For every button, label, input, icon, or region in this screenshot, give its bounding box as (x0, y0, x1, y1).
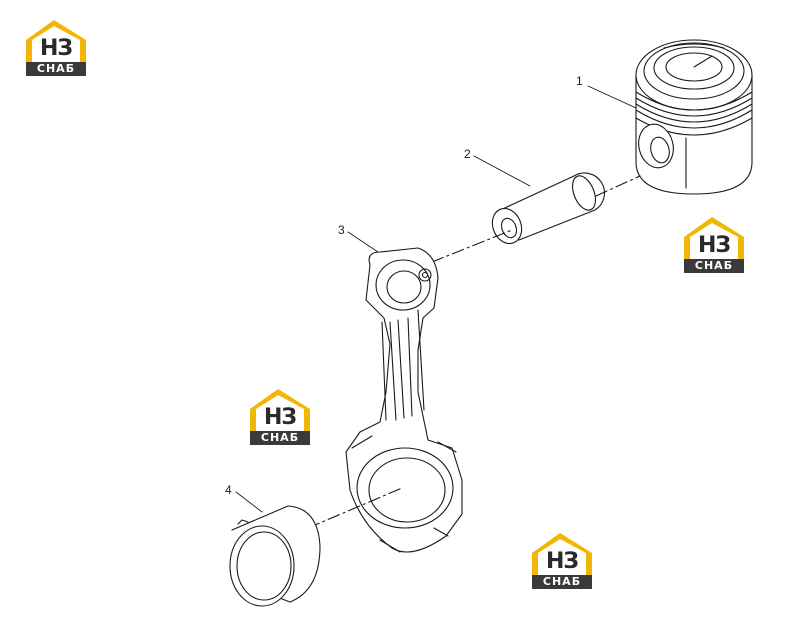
watermark-logo-word: СНАБ (542, 575, 582, 588)
bearing-shell (229, 505, 321, 607)
watermark-logo-code: НЗ (697, 233, 731, 258)
connecting-rod (307, 229, 513, 553)
watermark-logo-code: НЗ (545, 549, 579, 574)
callout-3: 3 (338, 223, 345, 237)
watermark-logo-word: СНАБ (694, 259, 734, 272)
piston-pin (491, 172, 641, 245)
watermark-logo: НЗ СНАБ (682, 215, 746, 277)
watermark-logo: НЗ СНАБ (248, 387, 312, 449)
leader-lines (235, 85, 637, 513)
watermark-logo-word: СНАБ (36, 62, 76, 75)
watermark-logo-mark (250, 389, 310, 445)
watermark-logo-mark (26, 20, 86, 76)
watermark-logo: НЗ СНАБ (530, 531, 594, 593)
callout-2: 2 (464, 147, 471, 161)
watermark-logo-code: НЗ (263, 405, 297, 430)
callout-4: 4 (225, 483, 232, 497)
piston (635, 39, 753, 195)
watermark-logo-word: СНАБ (260, 431, 300, 444)
callout-1: 1 (576, 74, 583, 88)
watermark-logo: НЗ СНАБ (24, 18, 88, 80)
watermark-logo-mark (684, 217, 744, 273)
watermark-logo-mark (532, 533, 592, 589)
watermark-logo-code: НЗ (39, 36, 73, 61)
